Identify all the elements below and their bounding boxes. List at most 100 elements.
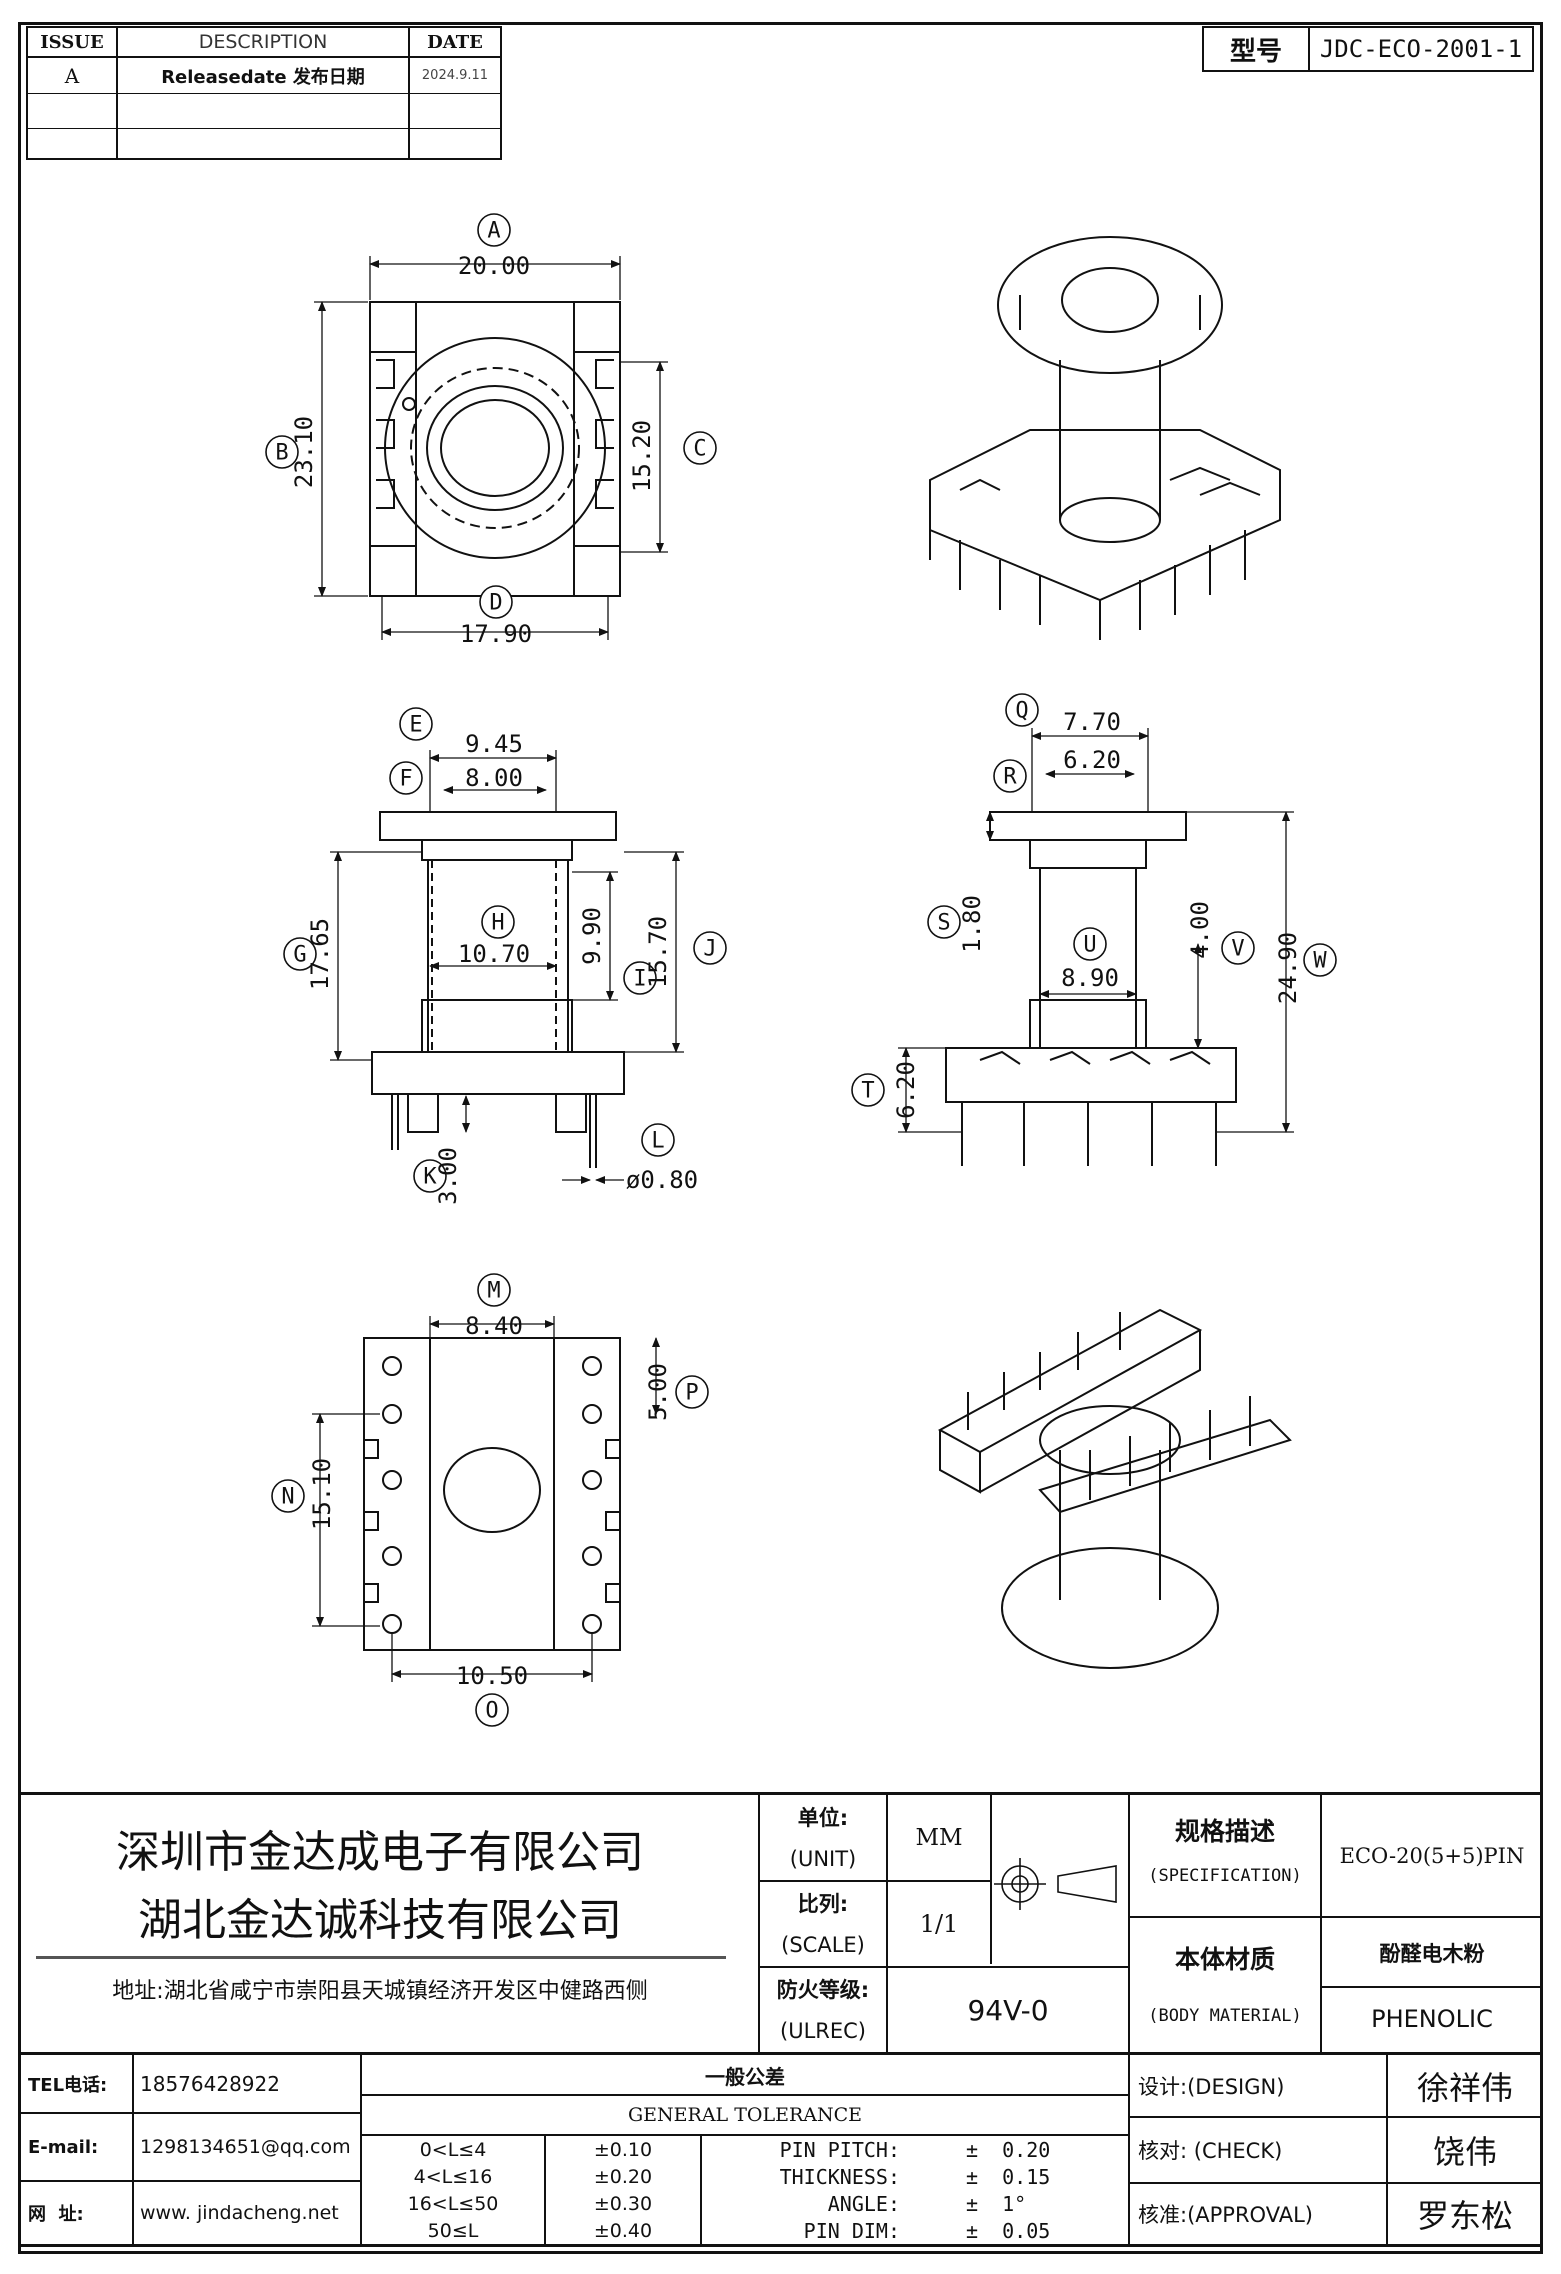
svg-text:B: B [275,441,288,466]
top-view [369,301,621,597]
svg-text:E: E [409,713,422,738]
tol-other-label-3: ANGLE: [827,2191,900,2216]
svg-text:N: N [281,1485,294,1510]
model-label: 型号 [1229,36,1282,67]
tol-value-4: ±0.40 [593,2219,653,2242]
unit-value: MM [915,1825,963,1851]
rev-header-description: DESCRIPTION [198,31,328,53]
spec-value: ECO-20(5+5)PIN [1339,1844,1525,1868]
tel-value: 18576428922 [140,2072,280,2096]
tol-range-1: 0<L≤4 [419,2138,487,2161]
website-label: 网 址: [28,2204,84,2225]
company-name-2: 湖北金达诚科技有限公司 [138,1895,622,1946]
design-label: 设计:(DESIGN) [1138,2075,1285,2099]
model-number: JDC-ECO-2001-1 [1319,35,1523,63]
tol-other-label-2: THICKNESS: [779,2164,900,2189]
dim-r: 6.20 [1063,746,1121,774]
check-label: 核对: (CHECK) [1138,2139,1283,2163]
material-value: 酚醛电木粉 [1379,1942,1485,1966]
dim-t: 6.20 [892,1061,920,1119]
design-name: 徐祥伟 [1416,2069,1513,2107]
tol-other-label-4: PIN DIM: [803,2218,900,2243]
svg-text:A: A [487,219,500,244]
svg-text:K: K [423,1165,437,1190]
svg-text:P: P [685,1381,698,1406]
dim-e: 9.45 [465,730,523,758]
svg-text:V: V [1231,937,1244,962]
email-label: E-mail: [28,2136,99,2158]
ulrec-label: 防火等级: [776,1978,870,2002]
spec-label-en: (SPECIFICATION) [1148,1866,1302,1886]
iso-view-top [929,236,1281,640]
check-name: 饶伟 [1432,2133,1497,2171]
tol-other-label-1: PIN PITCH: [779,2137,900,2162]
svg-text:C: C [693,437,706,462]
rev-date: 2024.9.11 [421,68,489,83]
ulrec-label-en: (ULREC) [780,2019,866,2043]
dim-g: 17.65 [306,918,334,990]
tol-other-value-1: ± 0.20 [966,2137,1051,2162]
tol-range-2: 4<L≤16 [413,2165,493,2188]
email-value: 1298134651@qq.com [140,2136,351,2158]
dim-b: 23.10 [290,416,318,488]
rev-description: Releasedate 发布日期 [161,66,365,88]
tol-range-4: 50≤L [427,2219,479,2242]
tol-value-2: ±0.20 [593,2165,653,2188]
svg-text:F: F [399,767,412,792]
scale-value: 1/1 [919,1910,959,1938]
spec-label: 规格描述 [1174,1817,1275,1846]
company-name-1: 深圳市金达成电子有限公司 [116,1827,644,1878]
ulrec-value: 94V-0 [967,1993,1049,2027]
tol-range-3: 16<L≤50 [407,2192,499,2215]
dimension-lines [312,256,1294,1682]
tolerance-title-en: GENERAL TOLERANCE [627,2104,863,2126]
unit-label-en: (UNIT) [789,1847,857,1871]
dim-i: 9.90 [578,907,606,965]
tol-value-1: ±0.10 [593,2138,653,2161]
tol-other-value-4: ± 0.05 [966,2218,1051,2243]
svg-text:O: O [485,1699,498,1724]
company-address: 地址:湖北省咸宁市崇阳县天城镇经济开发区中健路西侧 [112,1979,648,2004]
svg-text:I: I [633,967,646,992]
balloons [265,213,1337,1727]
scale-label-en: (SCALE) [781,1933,865,1957]
unit-label: 单位: [797,1806,849,1830]
dim-h: 10.70 [458,940,530,968]
dim-s: 1.80 [958,895,986,953]
tol-other-value-3: ± 1° [966,2191,1027,2216]
material-value-en: PHENOLIC [1371,2005,1493,2033]
tolerance-title: 一般公差 [705,2064,785,2089]
svg-text:R: R [1003,765,1017,790]
svg-text:H: H [491,911,504,936]
dim-v: 4.00 [1186,901,1214,959]
svg-text:M: M [487,1279,500,1304]
material-label: 本体材质 [1174,1945,1275,1974]
dim-q: 7.70 [1063,708,1121,736]
rev-header-date: DATE [427,31,483,53]
dim-k: 3.00 [434,1147,462,1205]
dim-j: 15.70 [644,916,672,988]
dim-f: 8.00 [465,764,523,792]
dim-o: 10.50 [456,1662,528,1690]
tol-value-3: ±0.30 [593,2192,653,2215]
drawing-sheet [18,22,1543,2254]
dim-w: 24.90 [1274,932,1302,1004]
svg-text:U: U [1083,933,1096,958]
rev-issue: A [64,63,80,88]
svg-text:Q: Q [1015,699,1028,724]
approval-name: 罗东松 [1416,2197,1513,2235]
website-value: www. jindacheng.net [140,2202,339,2224]
svg-text:G: G [293,943,306,968]
front-view [371,811,625,1168]
svg-text:T: T [861,1079,874,1104]
svg-text:L: L [651,1129,664,1154]
dim-c: 15.20 [628,420,656,492]
svg-text:J: J [703,937,716,962]
side-view [945,811,1237,1166]
tel-label: TEL电话: [28,2075,108,2096]
dim-p: 5.00 [644,1363,672,1421]
iso-view-bottom [937,1308,1292,1669]
dim-n: 15.10 [308,1458,336,1530]
